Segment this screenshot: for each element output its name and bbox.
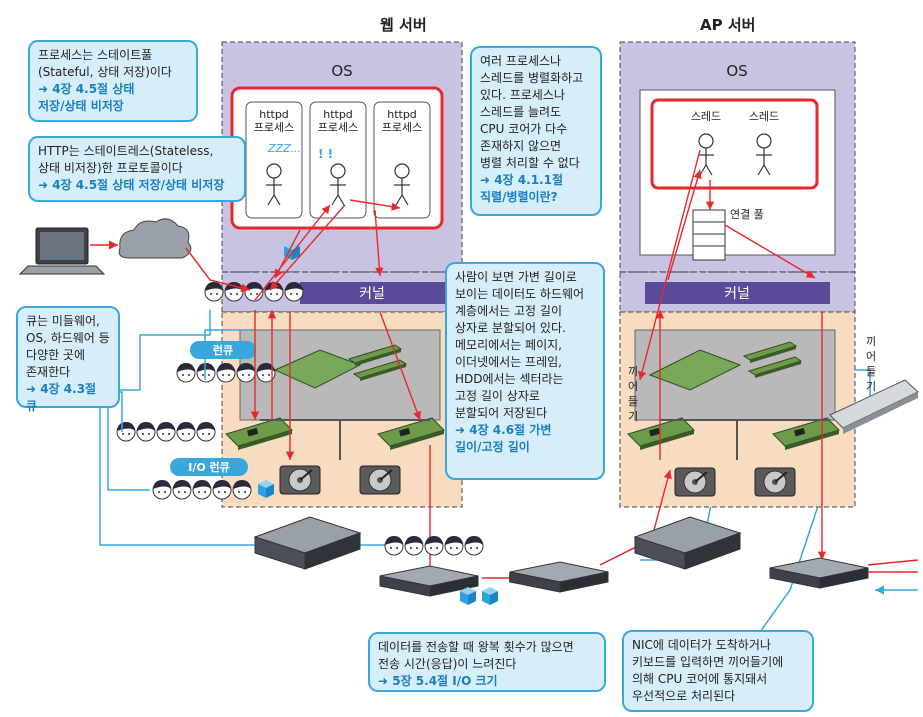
ap-server-box — [634, 516, 741, 570]
cloud-icon — [118, 218, 192, 259]
web-hdd-1 — [279, 465, 321, 495]
callout-transfer: 데이터를 전송할 때 왕복 횟수가 많으면 전송 시간(응답)이 느려진다 ➜ … — [368, 632, 606, 692]
ap-thread-container — [650, 98, 819, 190]
callout-parallel: 여러 프로세스나 스레드를 병렬화하고 있다. 프로세스나 스레드를 늘려도 C… — [470, 46, 602, 216]
callout-queue: 큐는 미들웨어, OS, 하드웨어 등 다양한 곳에 존재한다 ➜ 4장 4.3… — [16, 306, 120, 413]
web-kernel-bar — [300, 282, 450, 304]
run-queue-badge — [190, 341, 256, 359]
svg-text:끼: 끼 — [628, 365, 638, 378]
svg-text:끼: 끼 — [866, 335, 876, 348]
ap-hdd-1 — [674, 467, 716, 497]
callout-parallel-ref[interactable]: ➜ 4장 4.1.1절 직렬/병렬이란? — [480, 173, 564, 204]
callout-stateless-ref[interactable]: ➜ 4장 4.5절 상태 저장/상태 비저장 — [38, 178, 225, 192]
web-hdd-2 — [359, 465, 401, 495]
ap-kernel-label: 커널 — [724, 286, 750, 302]
callout-stateless-text: HTTP는 스테이트레스(Stateless, 상태 비저장)한 프로토콜이다 — [38, 144, 214, 175]
web-cpu-board — [273, 349, 362, 389]
svg-text:들: 들 — [866, 365, 876, 378]
connection-pool — [692, 209, 726, 261]
ap-cpu-board — [648, 349, 742, 391]
switch-queue-faces — [384, 535, 484, 556]
ap-server-title: AP 서버 — [700, 16, 755, 34]
callout-queue-ref[interactable]: ➜ 4장 4.3절 큐 — [26, 382, 97, 413]
ap-hdd-2 — [754, 467, 796, 497]
web-flow-arrows — [250, 199, 435, 575]
svg-text:어: 어 — [628, 380, 638, 393]
ap-switch — [769, 557, 869, 589]
ap-kernel-bar — [645, 282, 830, 304]
ap-os-label: OS — [726, 62, 747, 80]
callout-stateless: HTTP는 스테이트레스(Stateless, 상태 비저장)한 프로토콜이다 … — [28, 136, 246, 202]
svg-text:어: 어 — [866, 350, 876, 363]
web-server-title: 웹 서버 — [380, 16, 427, 34]
web-kernel-label: 커널 — [359, 286, 385, 302]
keyboard-icon — [829, 379, 919, 434]
callout-interrupt-text: NIC에 데이터가 도착하거나 키보드를 입력하면 끼어들기에 의해 CPU 코… — [632, 638, 784, 703]
io-run-queue-badge — [170, 458, 248, 476]
laptop-icon — [18, 227, 106, 275]
cpu-queue-faces — [116, 421, 216, 442]
io-run-queue-label: I/O 런큐 — [188, 460, 230, 474]
run-queue-label: 런큐 — [213, 343, 233, 357]
middle-switch — [509, 561, 609, 593]
interrupt-label-ap: 끼어들기 — [628, 365, 638, 423]
callout-stateful-ref[interactable]: ➜ 4장 4.5절 상태 저장/상태 비저장 — [38, 82, 135, 113]
svg-text:기: 기 — [866, 380, 876, 393]
callout-transfer-text: 데이터를 전송할 때 왕복 횟수가 많으면 전송 시간(응답)이 느려진다 — [378, 640, 574, 671]
io-queue-faces — [152, 479, 252, 500]
connection-pool-label: 연결 풀 — [730, 208, 764, 221]
callout-stateful-text: 프로세스는 스테이트풀 (Stateful, 상태 저장)이다 — [38, 48, 172, 79]
callout-stateful: 프로세스는 스테이트풀 (Stateful, 상태 저장)이다 ➜ 4장 4.5… — [28, 40, 198, 122]
sleep-zzz: ZZZ... — [267, 142, 301, 155]
web-server-box — [254, 516, 361, 570]
svg-text:! !: ! ! — [318, 147, 333, 161]
callout-queue-text: 큐는 미들웨어, OS, 하드웨어 등 다양한 곳에 존재한다 — [26, 314, 110, 379]
thread-label-2: 스레드 — [749, 110, 779, 123]
callout-parallel-text: 여러 프로세스나 스레드를 병렬화하고 있다. 프로세스나 스레드를 늘려도 C… — [480, 54, 584, 170]
interrupt-label-keyboard: 끼어들기 — [866, 335, 876, 393]
data-packet-2 — [482, 587, 498, 605]
ap-flow-arrows — [638, 149, 827, 560]
callout-fixed-length-text: 사람이 보면 가변 길이로 보이는 데이터도 하드웨어 계층에서는 고정 길이 … — [455, 270, 585, 420]
thread-label-1: 스레드 — [691, 110, 721, 123]
svg-text:기: 기 — [628, 410, 638, 423]
kernel-queue-faces — [204, 281, 304, 302]
web-os-label: OS — [331, 62, 352, 80]
callout-interrupt: NIC에 데이터가 도착하거나 키보드를 입력하면 끼어들기에 의해 CPU 코… — [622, 630, 814, 712]
callout-fixed-length: 사람이 보면 가변 길이로 보이는 데이터도 하드웨어 계층에서는 고정 길이 … — [445, 262, 605, 480]
svg-text:들: 들 — [628, 395, 638, 408]
callout-transfer-ref[interactable]: ➜ 5장 5.4절 I/O 크기 — [378, 674, 498, 688]
run-queue-faces — [176, 362, 276, 383]
callout-fixed-length-ref[interactable]: ➜ 4장 4.6절 가변 길이/고정 길이 — [455, 423, 552, 454]
